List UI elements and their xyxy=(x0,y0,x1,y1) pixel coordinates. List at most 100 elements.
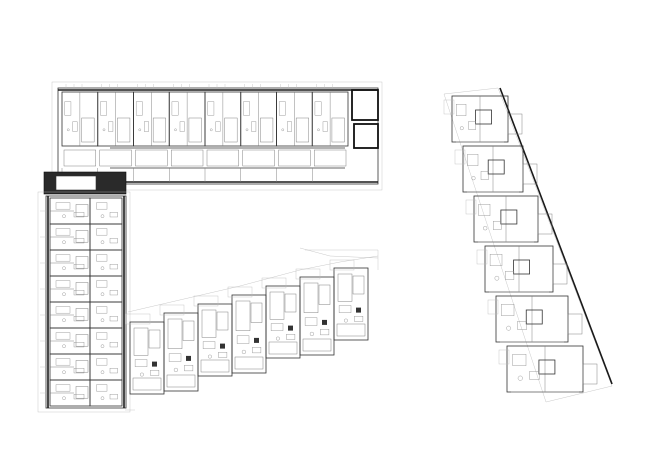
south-unit xyxy=(261,277,301,359)
table-icon xyxy=(109,394,118,400)
bedroom xyxy=(235,300,251,331)
core-bathroom xyxy=(538,359,556,375)
bed-icon xyxy=(134,359,148,367)
bay-window xyxy=(507,113,523,135)
unit-room xyxy=(89,249,123,277)
chair-icon xyxy=(471,176,476,181)
table-icon xyxy=(109,316,118,322)
chair-icon xyxy=(62,396,66,400)
core-bathroom xyxy=(513,259,530,275)
south-unit xyxy=(329,259,369,341)
chair-icon xyxy=(517,375,523,381)
table-icon xyxy=(109,264,118,270)
west-unit xyxy=(40,197,123,225)
table-icon xyxy=(320,329,330,336)
entry-recess xyxy=(487,299,499,315)
table-icon xyxy=(179,121,185,132)
bed-icon xyxy=(304,317,318,326)
west-wing xyxy=(37,191,131,413)
north-unit xyxy=(311,84,349,182)
bathroom xyxy=(75,360,89,373)
table-icon xyxy=(73,342,85,348)
bed-icon xyxy=(96,202,108,210)
bed-icon xyxy=(96,384,108,392)
bed-icon xyxy=(171,101,179,116)
north-stair-core xyxy=(351,89,379,121)
chair-icon xyxy=(317,128,320,132)
table-icon xyxy=(218,352,228,358)
entry-porch xyxy=(261,277,287,289)
north-wing-outline-faint xyxy=(51,81,383,191)
unit-room xyxy=(129,321,165,395)
corridor-bay xyxy=(242,149,275,167)
entry-porch xyxy=(329,259,355,271)
table-icon xyxy=(480,171,489,180)
corridor-bay xyxy=(278,149,311,167)
south-block-site-line xyxy=(127,255,379,313)
bed-icon xyxy=(338,305,352,313)
north-unit xyxy=(97,84,134,182)
table-icon xyxy=(287,121,292,132)
bed-icon xyxy=(478,204,491,216)
bathroom xyxy=(250,302,263,323)
corridor-bay xyxy=(135,149,168,167)
bedroom xyxy=(201,309,217,338)
table-icon xyxy=(215,121,221,132)
corridor-bay xyxy=(63,149,96,167)
chair-icon xyxy=(100,266,105,270)
unit-room xyxy=(333,267,369,341)
chair-icon xyxy=(62,318,66,322)
table-icon xyxy=(73,368,85,374)
bed-icon xyxy=(55,202,71,210)
south-block-terrace-edge xyxy=(299,247,379,259)
west-unit xyxy=(40,353,123,381)
table-icon xyxy=(144,121,149,132)
entry-recess xyxy=(476,249,488,265)
east-unit xyxy=(465,195,553,243)
bathroom xyxy=(352,275,365,295)
entry-porch xyxy=(193,295,219,307)
table-icon xyxy=(251,121,257,132)
table-icon xyxy=(286,334,296,340)
chair-icon xyxy=(100,396,105,400)
north-unit xyxy=(133,84,170,182)
bathroom xyxy=(188,117,202,143)
bed-icon xyxy=(55,332,71,340)
table-icon xyxy=(73,264,85,270)
bed-icon xyxy=(96,228,108,236)
bed-icon xyxy=(278,101,286,116)
bay-window xyxy=(537,213,553,235)
shaft-block xyxy=(152,361,157,367)
south-block-units xyxy=(125,259,369,395)
core-bathroom xyxy=(487,159,505,175)
entry-recess xyxy=(465,199,477,215)
unit-room xyxy=(89,223,123,251)
bed-icon xyxy=(512,354,527,366)
south-unit xyxy=(159,304,199,392)
entry-porch xyxy=(295,268,321,280)
bed-icon xyxy=(270,323,284,331)
chair-icon xyxy=(100,214,105,218)
table-icon xyxy=(322,121,328,132)
bathroom xyxy=(75,204,89,217)
table-icon xyxy=(73,290,85,296)
bathroom xyxy=(295,117,309,143)
balcony xyxy=(336,323,366,337)
bed-icon xyxy=(64,101,72,116)
unit-room xyxy=(89,379,123,407)
bed-icon xyxy=(168,353,182,362)
chair-icon xyxy=(100,292,105,296)
table-icon xyxy=(505,271,515,280)
unit-room xyxy=(197,303,233,377)
shaft-block xyxy=(356,307,361,313)
unit-room xyxy=(265,285,301,359)
chair-icon xyxy=(102,128,106,132)
bedroom xyxy=(167,318,183,349)
bathroom xyxy=(148,329,161,349)
east-block-slanted-facade xyxy=(499,87,613,385)
chair-icon xyxy=(207,354,212,359)
north-unit xyxy=(204,84,242,182)
table-icon xyxy=(73,316,85,322)
west-unit xyxy=(40,275,123,303)
unit-room xyxy=(89,197,123,225)
